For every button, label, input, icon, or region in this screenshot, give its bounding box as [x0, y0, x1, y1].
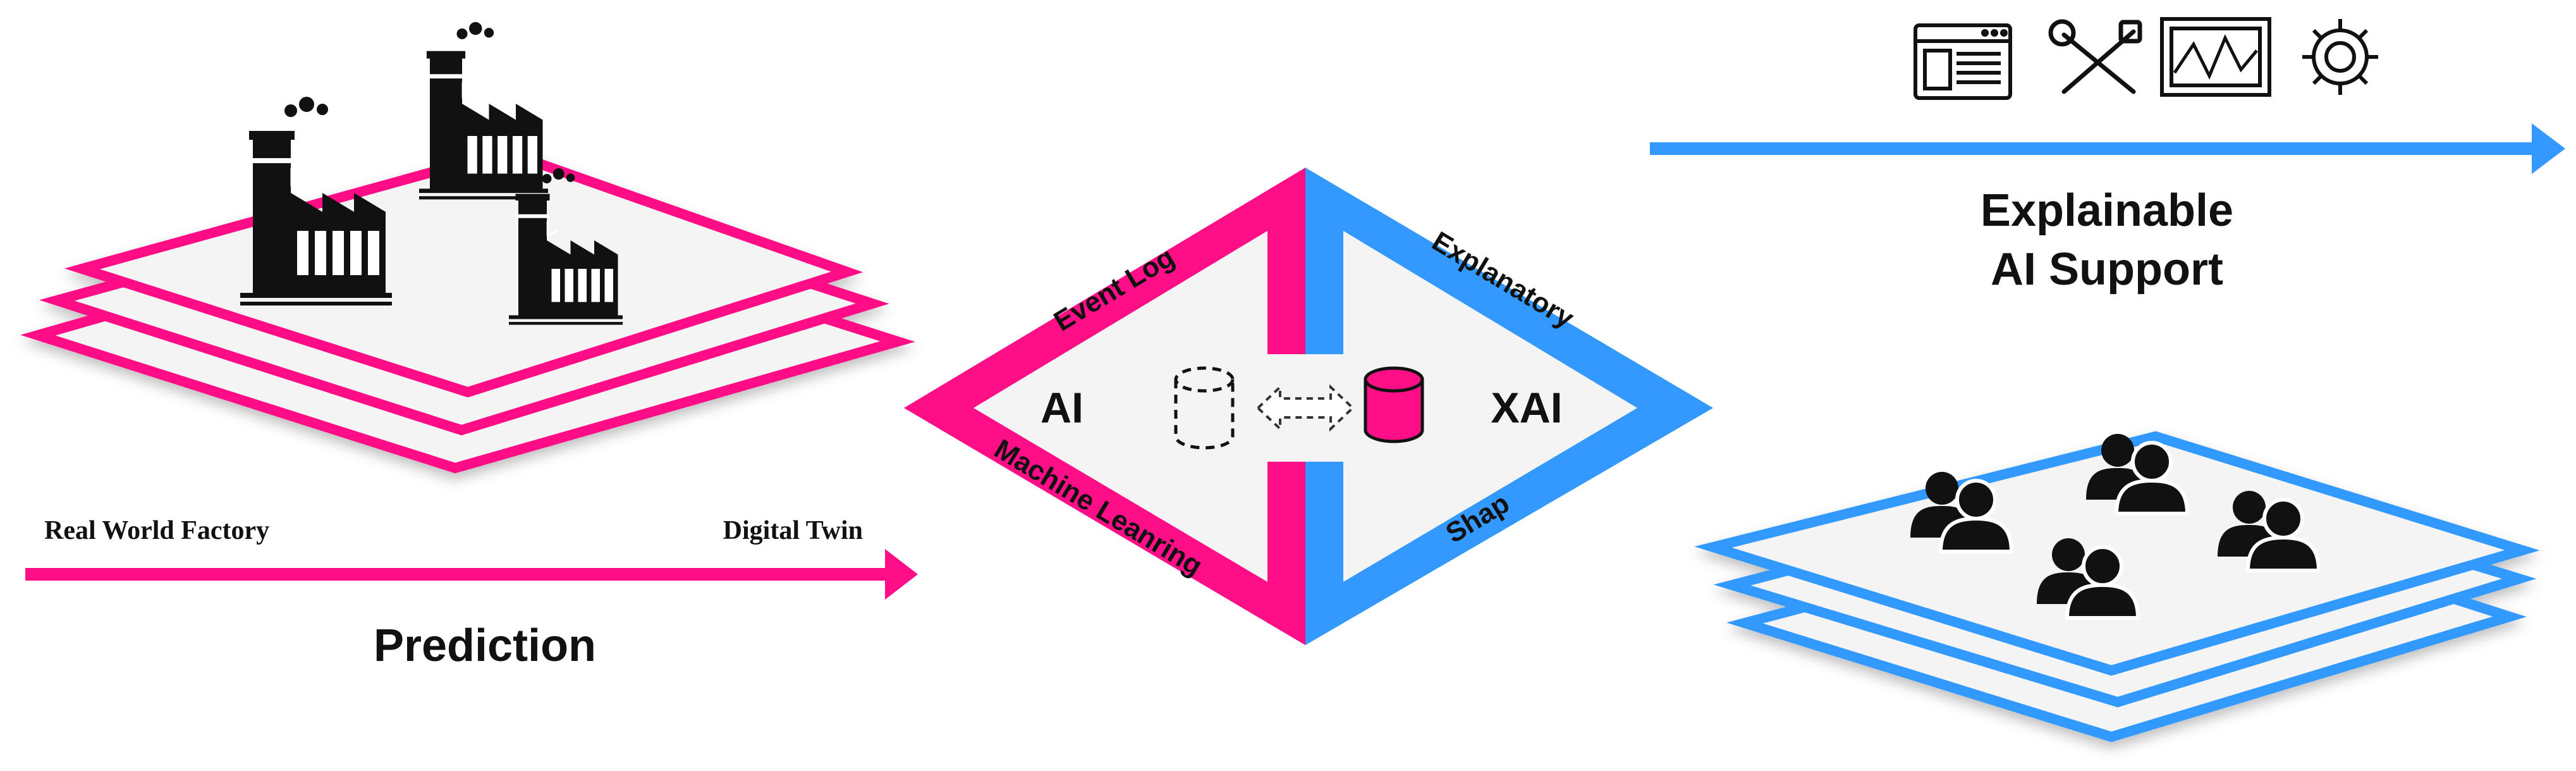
support-arrow [1650, 123, 2565, 174]
support-caption-line1: Explainable [1981, 185, 2233, 236]
factory-layer-stack [20, 146, 915, 474]
monitor-chart-icon [2160, 17, 2271, 97]
prediction-arrow [25, 549, 918, 600]
support-caption-line2: AI Support [1991, 244, 2223, 295]
browser-window-icon [1914, 23, 2012, 100]
ai-label: AI [1041, 384, 1084, 432]
dataset-filled-icon [1364, 366, 1424, 443]
prediction-caption: Prediction [374, 620, 596, 671]
exchange-arrow-icon [1256, 384, 1355, 432]
dataset-outline-icon [1174, 366, 1235, 450]
target-label: Digital Twin [723, 516, 863, 545]
gear-icon [2302, 19, 2378, 95]
source-label: Real World Factory [44, 516, 269, 545]
plate-layer-1 [64, 146, 864, 398]
ai-inner [974, 231, 1267, 582]
xai-label: XAI [1491, 384, 1562, 432]
xai-inner [1343, 231, 1637, 582]
factory-icon [419, 22, 548, 200]
tools-icon [2048, 19, 2142, 94]
